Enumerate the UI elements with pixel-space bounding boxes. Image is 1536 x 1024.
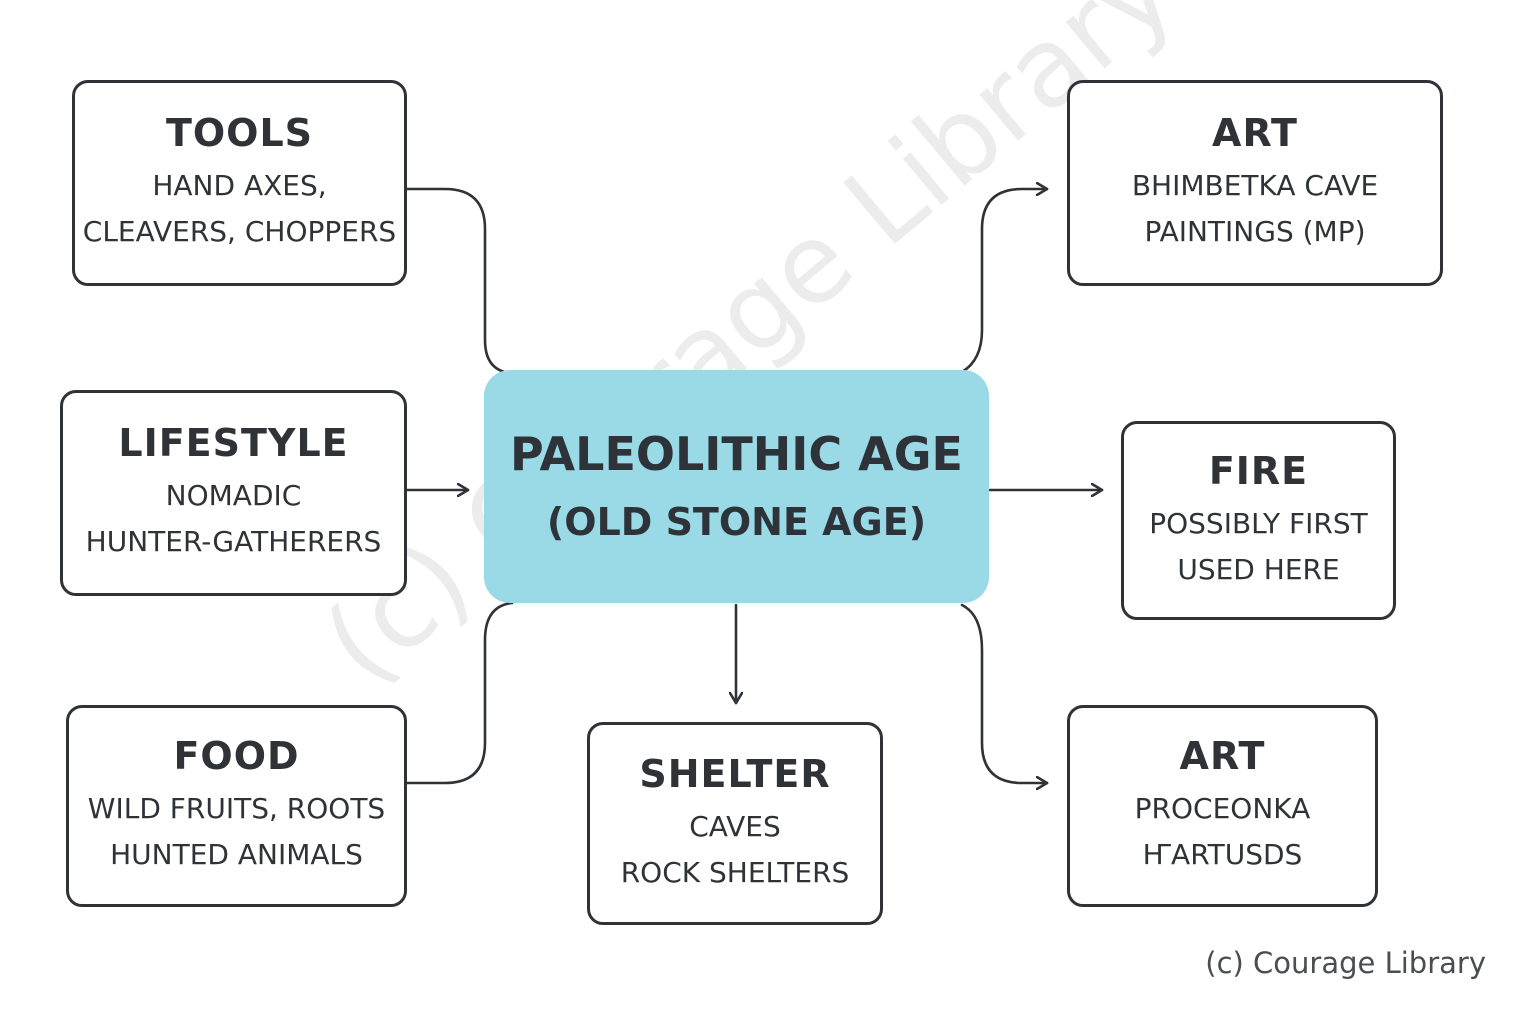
center-subtitle: (OLD STONE AGE) xyxy=(546,499,927,544)
connector-art2 xyxy=(960,603,1049,783)
node-fire-line-2: USED HERE xyxy=(1177,552,1340,586)
node-lifestyle: LIFESTYLE NOMADIC HUNTER-GATHERERS xyxy=(60,390,407,596)
node-lifestyle-line-2: HUNTER-GATHERERS xyxy=(85,525,382,558)
node-art-bhimbetka-line-2: PAINTINGS (MP) xyxy=(1144,215,1366,248)
node-food: FOOD WILD FRUITS, ROOTS HUNTED ANIMALS xyxy=(66,705,407,907)
connector-food xyxy=(405,601,514,785)
node-tools: TOOLS HAND AXES, CLEAVERS, CHOPPERS xyxy=(72,80,407,286)
node-food-line-1: WILD FRUITS, ROOTS xyxy=(87,792,386,825)
node-tools-title: TOOLS xyxy=(165,111,314,155)
node-shelter-line-1: CAVES xyxy=(689,809,781,843)
node-tools-line-1: HAND AXES, xyxy=(152,169,327,202)
node-art-bhimbetka: ART BHIMBETKA CAVE PAINTINGS (MP) xyxy=(1067,80,1443,286)
node-fire-title: FIRE xyxy=(1208,448,1309,493)
node-food-title: FOOD xyxy=(173,734,300,778)
node-art-bhimbetka-title: ART xyxy=(1212,111,1298,155)
node-art-second-line-1: PROCEONKA xyxy=(1134,792,1311,825)
node-food-line-2: HUNTED ANIMALS xyxy=(110,838,363,871)
credit-text: (c) Courage Library xyxy=(1205,946,1486,980)
node-shelter-line-2: ROCK SHELTERS xyxy=(620,855,850,889)
node-tools-line-2: CLEAVERS, CHOPPERS xyxy=(82,215,397,248)
node-fire: FIRE POSSIBLY FIRST USED HERE xyxy=(1121,421,1396,620)
node-art-bhimbetka-line-1: BHIMBETKA CAVE xyxy=(1131,169,1379,202)
node-lifestyle-title: LIFESTYLE xyxy=(118,421,349,465)
node-art-second-title: ART xyxy=(1179,734,1266,778)
node-art-second-line-2: ҤARTUSDS xyxy=(1142,838,1303,871)
center-node: PALEOLITHIC AGE (OLD STONE AGE) xyxy=(484,370,989,603)
connector-art1 xyxy=(960,189,1049,374)
connector-tools xyxy=(405,187,512,375)
node-art-second: ART PROCEONKA ҤARTUSDS xyxy=(1067,705,1378,907)
center-title: PALEOLITHIC AGE xyxy=(510,426,963,481)
node-fire-line-1: POSSIBLY FIRST xyxy=(1149,506,1368,540)
node-shelter-title: SHELTER xyxy=(639,751,831,796)
node-lifestyle-line-1: NOMADIC xyxy=(165,479,302,512)
node-shelter: SHELTER CAVES ROCK SHELTERS xyxy=(587,722,883,925)
